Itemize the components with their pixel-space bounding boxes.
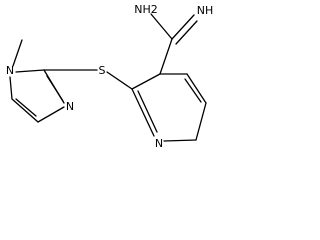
atom-label-n-imidazole: N [66,100,74,113]
atom-label-n-imidazole-methyl: N [6,64,14,77]
bond-amidine-nh [171,14,195,40]
mask-n-imidazole [64,99,76,113]
bond-c5-n1 [9,76,13,100]
atom-label-nh2: NH2 [134,3,158,16]
mask-n-pyridine [153,136,165,150]
bond-amidine-nh-double [175,20,198,45]
molecule-svg: NH2 NH S N N N [4,3,214,150]
mask-s [97,63,107,77]
bond-n-c6 [163,139,197,142]
bond-pyc2-n-double [137,90,158,133]
bond-c2-n3-double [46,75,64,102]
atom-label-n-pyridine: N [155,137,163,150]
bond-c3-amidine [159,38,173,75]
bond-s-pyc2 [106,71,133,90]
bond-c5-c4-double [184,78,202,103]
bond-n3-c4 [37,106,65,123]
bond-pyc2-n [131,88,155,137]
bond-c5-c4 [186,73,207,104]
bond-c4-c5 [11,98,39,123]
bond-methyl [12,39,23,67]
atom-label-nh: NH [197,4,214,17]
bond-c4-c5-double [15,98,37,117]
bond-c3-c2 [131,73,161,90]
molecule-structure-diagram: NH2 NH S N N N [0,0,222,151]
bond-amidine-nh2 [150,13,173,40]
bond-n1-c2 [15,69,45,73]
bond-c6-c5 [195,102,207,141]
atom-label-s: S [99,64,106,77]
